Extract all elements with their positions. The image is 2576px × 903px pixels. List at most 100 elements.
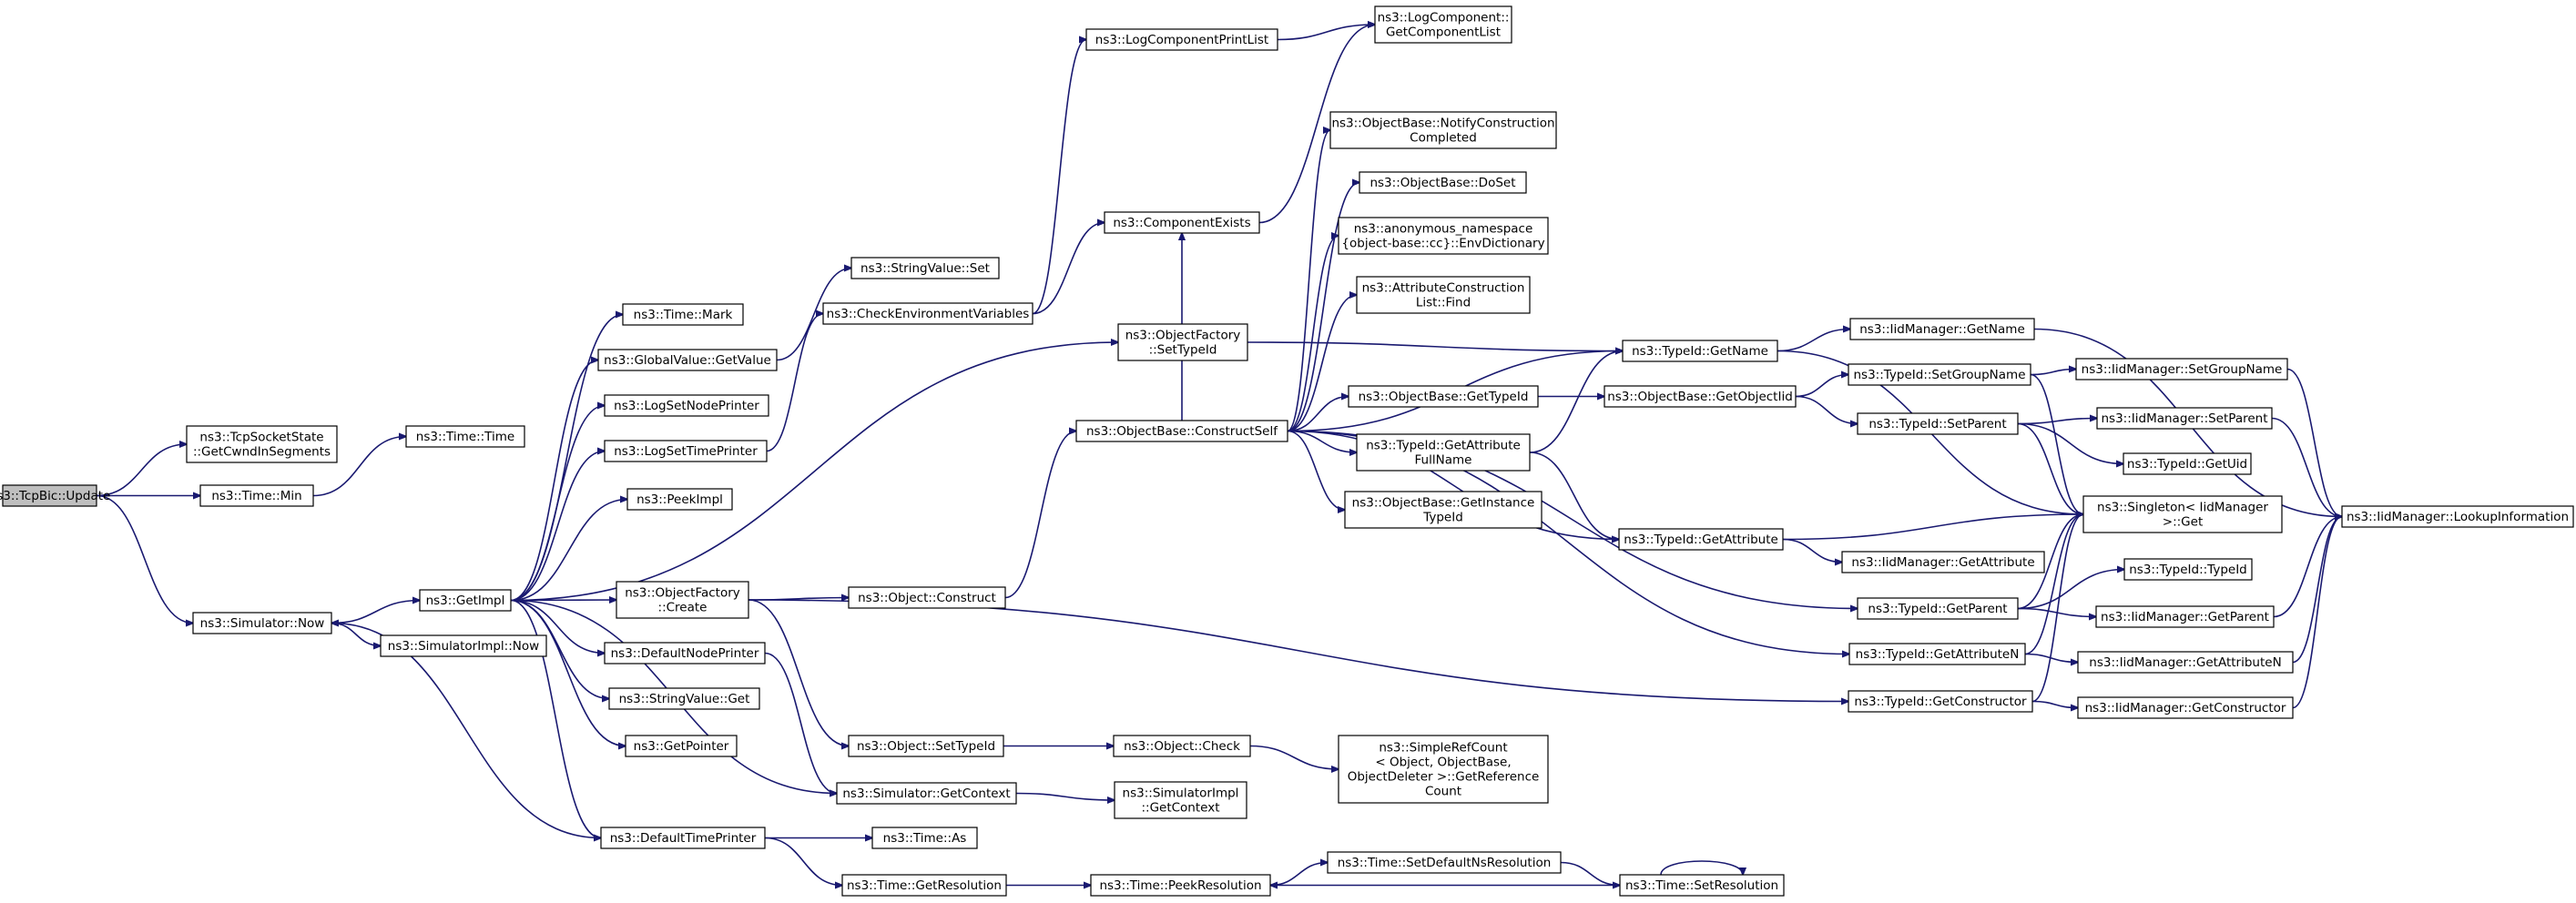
node-singleton-get[interactable]: ns3::Singleton< IidManager>::Get xyxy=(2082,495,2283,533)
node-box xyxy=(405,425,525,448)
node-label: ns3::SimulatorImpl xyxy=(1123,786,1239,801)
node-time-setresolution[interactable]: ns3::Time::SetResolution xyxy=(1619,874,1785,897)
node-logsetnodeprinter[interactable]: ns3::LogSetNodePrinter xyxy=(604,394,769,417)
node-iidmanager-getattributen[interactable]: ns3::IidManager::GetAttributeN xyxy=(2077,651,2294,674)
node-defaultnodeprinter[interactable]: ns3::DefaultNodePrinter xyxy=(604,642,766,665)
node-iidmanager-setgroupname[interactable]: ns3::IidManager::SetGroupName xyxy=(2075,358,2288,380)
node-label: ns3::IidManager::GetParent xyxy=(2101,610,2269,624)
node-label: ::GetCwndInSegments xyxy=(193,445,331,460)
node-peekimpl[interactable]: ns3::PeekImpl xyxy=(626,488,733,511)
node-logcomponent-getcomponentlist[interactable]: ns3::LogComponent::GetComponentList xyxy=(1374,5,1512,44)
node-box xyxy=(2082,495,2283,533)
node-box xyxy=(1329,111,1557,149)
node-label: ns3::CheckEnvironmentVariables xyxy=(827,307,1030,321)
node-box xyxy=(1857,597,2019,620)
node-object-construct[interactable]: ns3::Object::Construct xyxy=(848,586,1006,609)
node-stringvalue-get[interactable]: ns3::StringValue::Get xyxy=(608,687,760,710)
node-label: ns3::StringValue::Get xyxy=(619,692,750,706)
node-box xyxy=(1344,491,1543,529)
nodes-layer: ns3::TcpBic::Update ns3::TcpSocketState::… xyxy=(0,5,2574,897)
edge-defaultnodeprinter-to-simulator-getcontext xyxy=(764,652,837,794)
node-time-mark[interactable]: ns3::Time::Mark xyxy=(622,303,744,326)
node-label: ns3::TypeId::GetAttribute xyxy=(1624,533,1778,547)
node-object-settypeid[interactable]: ns3::Object::SetTypeId xyxy=(848,735,1004,757)
node-time-min[interactable]: ns3::Time::Min xyxy=(199,484,314,507)
node-iidmanager-lookupinformation[interactable]: ns3::IidManager::LookupInformation xyxy=(2341,505,2574,528)
node-box xyxy=(192,612,332,634)
node-typeid-getuid[interactable]: ns3::TypeId::GetUid xyxy=(2123,452,2252,475)
node-time-getresolution[interactable]: ns3::Time::GetResolution xyxy=(841,874,1007,897)
node-componentexists[interactable]: ns3::ComponentExists xyxy=(1104,211,1260,234)
node-typeid-getname[interactable]: ns3::TypeId::GetName xyxy=(1622,340,1778,362)
node-label: ns3::GetImpl xyxy=(426,594,505,608)
node-label: ns3::TypeId::GetUid xyxy=(2127,457,2247,472)
node-typeid-getparent[interactable]: ns3::TypeId::GetParent xyxy=(1857,597,2019,620)
node-time-time[interactable]: ns3::Time::Time xyxy=(405,425,525,448)
node-defaulttimeprinter[interactable]: ns3::DefaultTimePrinter xyxy=(600,827,766,849)
node-simulator-now[interactable]: ns3::Simulator::Now xyxy=(192,612,332,634)
node-time-setdefaultnsresolution[interactable]: ns3::Time::SetDefaultNsResolution xyxy=(1327,851,1562,874)
node-getcwndinsegments[interactable]: ns3::TcpSocketState::GetCwndInSegments xyxy=(186,425,338,463)
node-tcpbic-update[interactable]: ns3::TcpBic::Update xyxy=(0,484,110,507)
node-objectbase-gettypeid[interactable]: ns3::ObjectBase::GetTypeId xyxy=(1348,385,1539,408)
node-objectbase-notifyconstructioncompleted[interactable]: ns3::ObjectBase::NotifyConstructionCompl… xyxy=(1329,111,1557,149)
node-object-check[interactable]: ns3::Object::Check xyxy=(1113,735,1251,757)
node-label: ns3::Time::PeekResolution xyxy=(1099,878,1261,893)
node-logsettimeprinter[interactable]: ns3::LogSetTimePrinter xyxy=(604,440,768,462)
node-objectbase-constructself[interactable]: ns3::ObjectBase::ConstructSelf xyxy=(1075,420,1288,442)
node-box xyxy=(1848,643,2026,665)
node-envdictionary[interactable]: ns3::anonymous_namespace{object-base::cc… xyxy=(1338,217,1549,255)
node-box xyxy=(622,303,744,326)
edge-object-check-to-simplerefcount-getreferencecount xyxy=(1249,745,1339,770)
node-label: ns3::ObjectBase::DoSet xyxy=(1369,176,1515,190)
node-box xyxy=(871,827,978,849)
node-typeid-getattribute[interactable]: ns3::TypeId::GetAttribute xyxy=(1618,528,1784,551)
node-iidmanager-getconstructor[interactable]: ns3::IidManager::GetConstructor xyxy=(2077,696,2294,719)
node-stringvalue-set[interactable]: ns3::StringValue::Set xyxy=(850,257,1000,279)
node-box xyxy=(848,586,1006,609)
node-getpointer[interactable]: ns3::GetPointer xyxy=(625,735,738,757)
node-simulator-getcontext[interactable]: ns3::Simulator::GetContext xyxy=(836,782,1017,805)
node-box xyxy=(2096,407,2273,430)
node-box xyxy=(608,687,760,710)
node-box xyxy=(2341,505,2574,528)
node-objectbase-doset[interactable]: ns3::ObjectBase::DoSet xyxy=(1359,171,1527,194)
node-typeid-setgroupname[interactable]: ns3::TypeId::SetGroupName xyxy=(1848,363,2031,386)
edge-iidmanager-setgroupname-to-iidmanager-lookupinformation xyxy=(2286,368,2342,517)
node-label: ns3::LogComponent:: xyxy=(1378,11,1510,25)
node-typeid-typeid[interactable]: ns3::TypeId::TypeId xyxy=(2123,558,2253,581)
node-iidmanager-getname[interactable]: ns3::IidManager::GetName xyxy=(1849,318,2035,340)
node-checkenvvars[interactable]: ns3::CheckEnvironmentVariables xyxy=(822,302,1033,325)
edge-getimpl-to-getpointer xyxy=(510,599,626,746)
node-getimpl[interactable]: ns3::GetImpl xyxy=(419,589,512,612)
node-simulatorimpl-getcontext[interactable]: ns3::SimulatorImpl::GetContext xyxy=(1114,781,1247,819)
node-objectbase-getobjectiid[interactable]: ns3::ObjectBase::GetObjectIid xyxy=(1604,385,1797,408)
edge-typeid-setgroupname-to-iidmanager-setgroupname xyxy=(2030,370,2076,376)
node-iidmanager-getparent[interactable]: ns3::IidManager::GetParent xyxy=(2095,605,2275,628)
node-label: ns3::Time::Min xyxy=(211,489,301,503)
node-time-as[interactable]: ns3::Time::As xyxy=(871,827,978,849)
node-typeid-getattributen[interactable]: ns3::TypeId::GetAttributeN xyxy=(1848,643,2026,665)
node-label: ns3::SimulatorImpl::Now xyxy=(388,639,539,654)
node-typeid-getconstructor[interactable]: ns3::TypeId::GetConstructor xyxy=(1848,690,2033,713)
edge-tcpbic-update-to-getcwndinsegments xyxy=(96,444,187,497)
node-objectfactory-create[interactable]: ns3::ObjectFactory::Create xyxy=(616,581,749,619)
node-box xyxy=(597,349,778,371)
node-logcomponentprintlist[interactable]: ns3::LogComponentPrintList xyxy=(1085,28,1278,51)
node-objectfactory-settypeid[interactable]: ns3::ObjectFactory::SetTypeId xyxy=(1117,323,1248,361)
node-iidmanager-setparent[interactable]: ns3::IidManager::SetParent xyxy=(2096,407,2273,430)
node-time-peekresolution[interactable]: ns3::Time::PeekResolution xyxy=(1090,874,1271,897)
node-label: ::SetTypeId xyxy=(1149,343,1217,358)
node-simulatorimpl-now[interactable]: ns3::SimulatorImpl::Now xyxy=(380,634,547,657)
node-box xyxy=(1604,385,1797,408)
node-typeid-setparent[interactable]: ns3::TypeId::SetParent xyxy=(1857,412,2019,435)
node-simplerefcount-getreferencecount[interactable]: ns3::SimpleRefCount< Object, ObjectBase,… xyxy=(1338,735,1549,804)
node-label: ns3::ObjectFactory xyxy=(1125,329,1241,343)
node-iidmanager-getattribute[interactable]: ns3::IidManager::GetAttribute xyxy=(1841,551,2045,573)
node-globalvalue-getvalue[interactable]: ns3::GlobalValue::GetValue xyxy=(597,349,778,371)
node-box xyxy=(1857,412,2019,435)
